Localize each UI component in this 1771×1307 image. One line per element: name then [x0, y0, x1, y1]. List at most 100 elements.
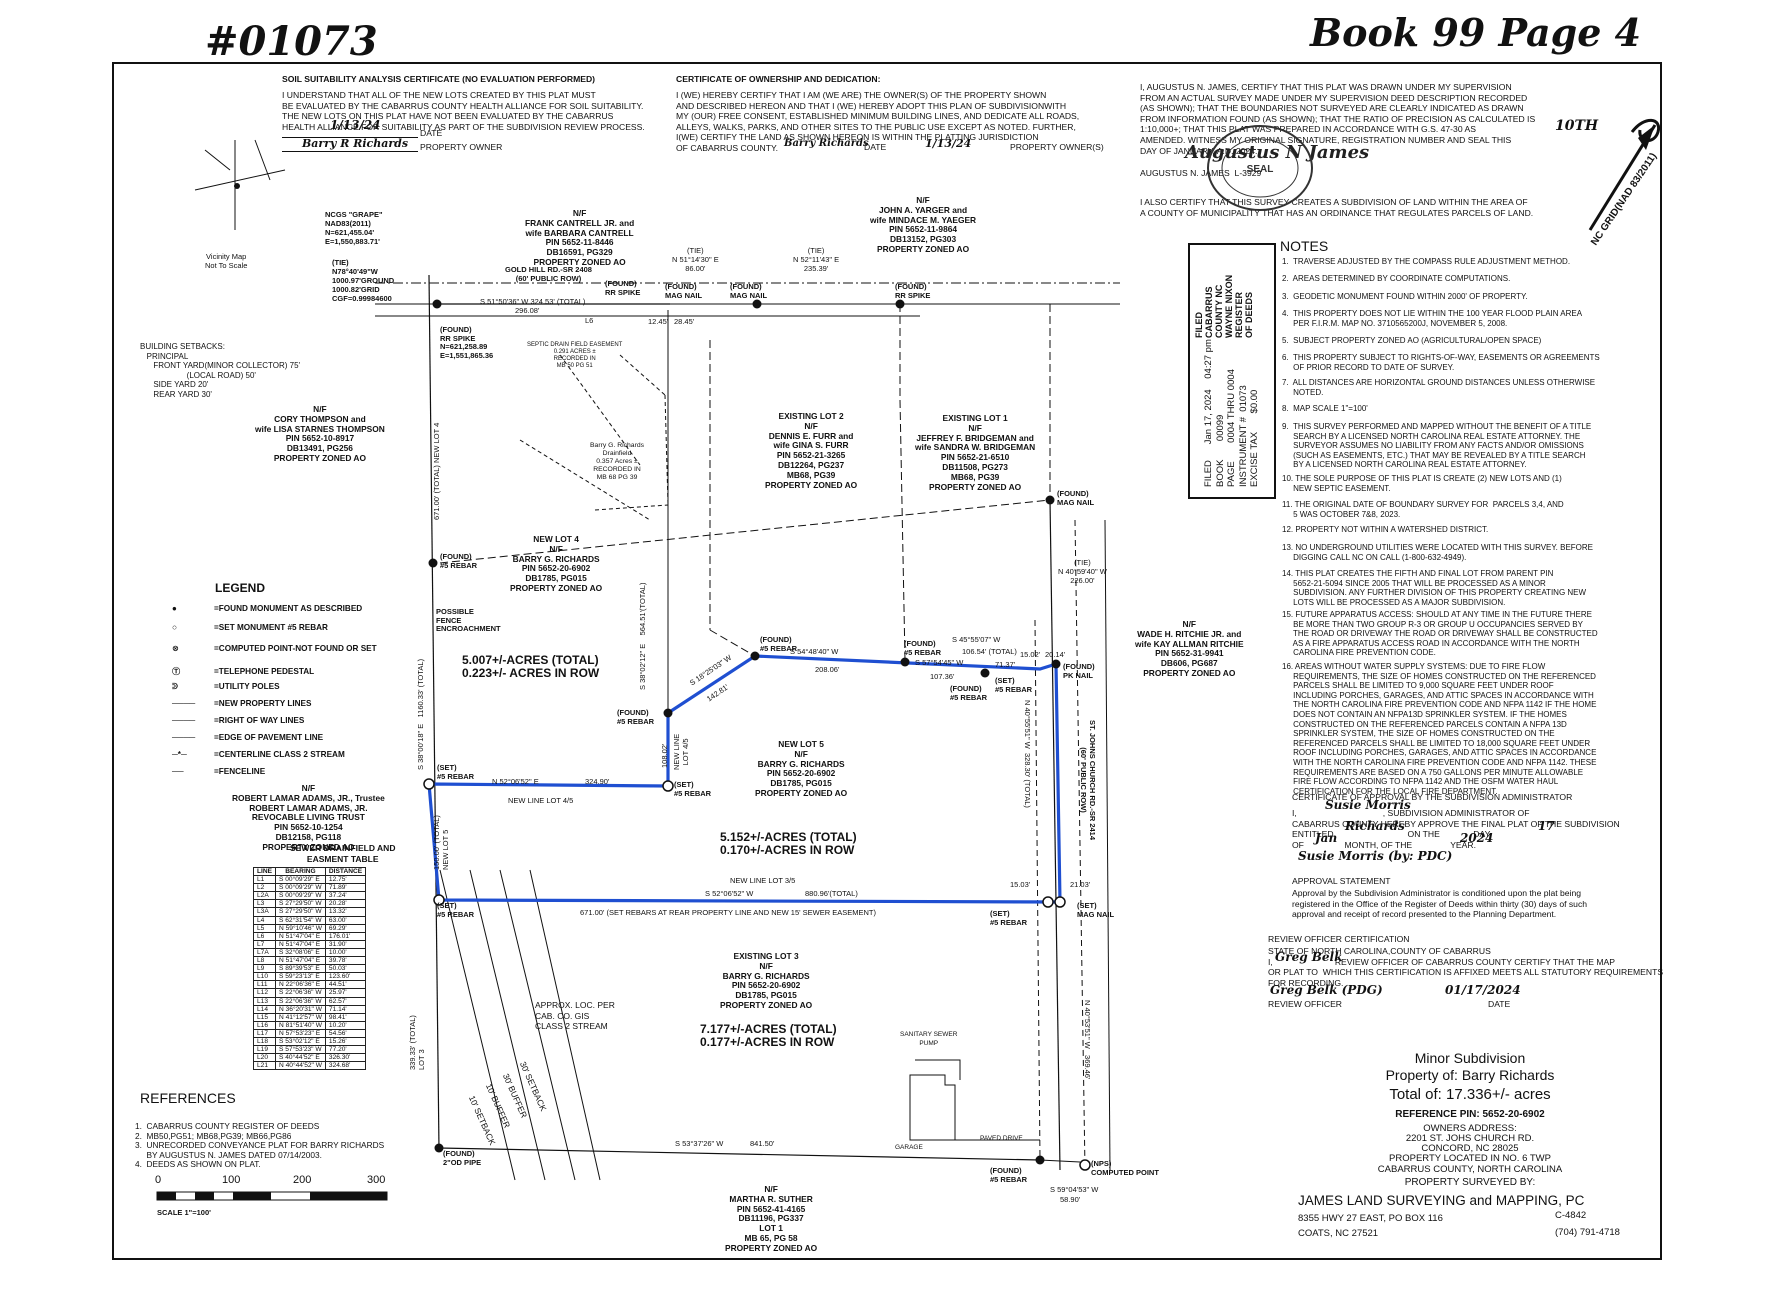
- setback-10-line: [529, 869, 601, 1181]
- set-mag-nail-mark: [1054, 896, 1066, 908]
- nps-computed: (NPS) COMPUTED POINT: [1091, 1159, 1159, 1177]
- set-rebar-1: (SET) #5 REBAR: [437, 763, 475, 781]
- note-5: 5. SUBJECT PROPERTY ZONED AO (AGRICULTUR…: [1282, 336, 1542, 345]
- nps-computed-mark: [1079, 1159, 1091, 1171]
- acreage-lot3: 7.177+/-ACRES (TOTAL) 0.177+/-ACRES IN R…: [700, 1022, 837, 1049]
- review-title: REVIEW OFFICER CERTIFICATION: [1268, 934, 1410, 944]
- table-cell: 324.68': [324, 1061, 367, 1071]
- note-4: 4. THIS PROPERTY DOES NOT LIE WITHIN THE…: [1282, 309, 1583, 328]
- table-cell: N 59°10'46" W: [275, 923, 326, 933]
- found-mag-nail-3-mark: [1045, 495, 1055, 505]
- table-cell: L1: [252, 875, 277, 885]
- table-cell: 98.41': [324, 1012, 367, 1022]
- north-arrow-icon: [1588, 118, 1661, 231]
- table-cell: 77.20': [324, 1045, 367, 1055]
- road-dist: 296.08': [515, 306, 540, 315]
- legend-set: ○=SET MONUMENT #5 REBAR: [172, 623, 328, 632]
- dist-71: 71.37': [995, 660, 1016, 669]
- bearing-b9d: 58.90': [1060, 1195, 1081, 1204]
- surveyor-bottom: I ALSO CERTIFY THAT THIS SURVEY CREATES …: [1140, 197, 1534, 218]
- bearing-b8d: 841.50': [750, 1139, 775, 1148]
- found-mag-nail-3: (FOUND) MAG NAIL: [1057, 489, 1095, 507]
- table-cell: L7: [252, 939, 277, 949]
- found-mag-nail-2: (FOUND) MAG NAIL: [730, 282, 768, 300]
- drainfield-line-4: [664, 394, 669, 506]
- dist-2845: 28.45': [674, 317, 695, 326]
- set-rebar-3: (SET) #5 REBAR: [437, 901, 475, 919]
- owner-cantrell: N/F FRANK CANTRELL JR. and wife BARBARA …: [525, 208, 635, 267]
- note-12: 12. PROPERTY NOT WITHIN A WATERSHED DIST…: [1282, 525, 1489, 534]
- table-cell: N 22°06'36" E: [275, 980, 326, 990]
- table-cell: L15: [252, 1012, 277, 1022]
- note-15: 15. FUTURE APPARATUS ACCESS: SHOULD AT A…: [1282, 610, 1598, 658]
- soil-date-value: 1/13/24: [330, 118, 381, 132]
- table-cell: 13.32': [324, 907, 367, 917]
- table-cell: S 00°09'29" W: [275, 883, 326, 893]
- note-8: 8. MAP SCALE 1"=100': [1282, 404, 1368, 413]
- file-number: #01073: [205, 18, 378, 65]
- set-rebar-4-mark: [1042, 896, 1054, 908]
- east-bearing: N 40°55'51" W 328.30' (TOTAL): [1023, 700, 1032, 808]
- dist-12: 12.45': [648, 317, 669, 326]
- bearing-b2: S 57°54'45" W: [915, 658, 964, 667]
- table-cell: 20.28': [324, 899, 367, 909]
- found-rr-spike-3: (FOUND) RR SPIKE N=621,258.89 E=1,551,86…: [440, 325, 494, 360]
- ownership-cert-body: I (WE) HEREBY CERTIFY THAT I AM (WE ARE)…: [676, 90, 1080, 153]
- sanitary-pump: SANITARY SEWER PUMP: [900, 1031, 958, 1047]
- set-rebar-1-mark: [423, 778, 435, 790]
- st-johns-road-label: ST. JOHNS CHURCH RD.-SR 2414 (60' PUBLIC…: [1079, 720, 1097, 841]
- new-line-lot45-vert: NEW LINE LOT 4/5: [672, 733, 690, 770]
- west-150: 150.00' (TOTAL) NEW LOT 5: [432, 815, 450, 870]
- owner-ritchie: N/F WADE H. RITCHIE JR. and wife KAY ALL…: [1135, 619, 1244, 678]
- note-7: 7. ALL DISTANCES ARE HORIZONTAL GROUND D…: [1282, 378, 1596, 397]
- table-cell: 10.20': [324, 1020, 367, 1030]
- firm-phone: (704) 791-4718: [1555, 1227, 1620, 1238]
- table-cell: 54.56': [324, 1028, 367, 1038]
- found-pk-nail-mark: [1051, 659, 1061, 669]
- title-line-2: Property of: Barry Richards: [1385, 1067, 1555, 1083]
- table-cell: 15.26': [324, 1036, 367, 1047]
- bearing-b6d: 880.96'(TOTAL): [805, 889, 858, 898]
- house-outline: [915, 1059, 961, 1080]
- surveyor-seal: SEAL: [1207, 125, 1313, 211]
- found-rebar-6: (FOUND) #5 REBAR: [990, 1166, 1028, 1184]
- tie-3: (TIE) N 40°59'40" W 226.00': [1058, 558, 1107, 585]
- found-rebar-3-mark: [900, 657, 910, 667]
- owner-yarger: N/F JOHN A. YARGER and wife MINDACE M. Y…: [870, 195, 977, 254]
- owners-address: OWNERS ADDRESS: 2201 ST. JOHS CHURCH RD.…: [1405, 1123, 1535, 1154]
- scale-bar: [156, 1191, 388, 1201]
- mid-564: S 38°02'12" E 564.51'(TOTAL): [638, 582, 647, 690]
- ncgs-monument: NCGS "GRAPE" NAD83(2011) N=621,455.04' E…: [325, 210, 383, 246]
- table-cell: N 51°47'04" E: [275, 939, 326, 949]
- new-property-lines: [427, 654, 1062, 904]
- legend-utility: ᕲ=UTILITY POLES: [172, 682, 280, 691]
- subdiv-admin-year: 2024: [1460, 831, 1494, 845]
- bearing-b8: S 53°37'26" W: [675, 1139, 724, 1148]
- note-13: 13. NO UNDERGROUND UTILITIES WERE LOCATE…: [1282, 543, 1594, 562]
- found-rr-spike-2: (FOUND) RR SPIKE: [895, 282, 931, 300]
- table-cell: 31.90': [324, 939, 367, 949]
- table-cell: 326.30': [324, 1053, 367, 1063]
- new-line-4-5: NEW LINE LOT 4/5: [508, 796, 574, 805]
- found-rr-spike-mark: [432, 299, 442, 309]
- note-9: 9. THIS SURVEY PERFORMED AND MAPPED WITH…: [1282, 422, 1592, 470]
- east-row-line: [1104, 519, 1111, 1171]
- tie-2: (TIE) N 52°11'43" E 235.39': [793, 246, 840, 273]
- table-cell: L7A: [252, 947, 277, 958]
- drainfield-line-1: [519, 439, 651, 521]
- table-cell: 62.57': [324, 996, 367, 1006]
- septic-easement-label: SEPTIC DRAIN FIELD EASEMENT 0.291 ACRES …: [527, 342, 623, 369]
- soil-cert-title: SOIL SUITABILITY ANALYSIS CERTIFICATE (N…: [282, 74, 596, 84]
- table-cell: S 27°29'50" W: [275, 899, 326, 909]
- bearing-b2d: 107.36': [930, 672, 955, 681]
- table-cell: 123.60': [324, 972, 367, 982]
- vicinity-map: [194, 139, 286, 230]
- references-title: REFERENCES: [140, 1090, 236, 1106]
- paved-drive-label: PAVED DRIVE: [980, 1135, 1023, 1142]
